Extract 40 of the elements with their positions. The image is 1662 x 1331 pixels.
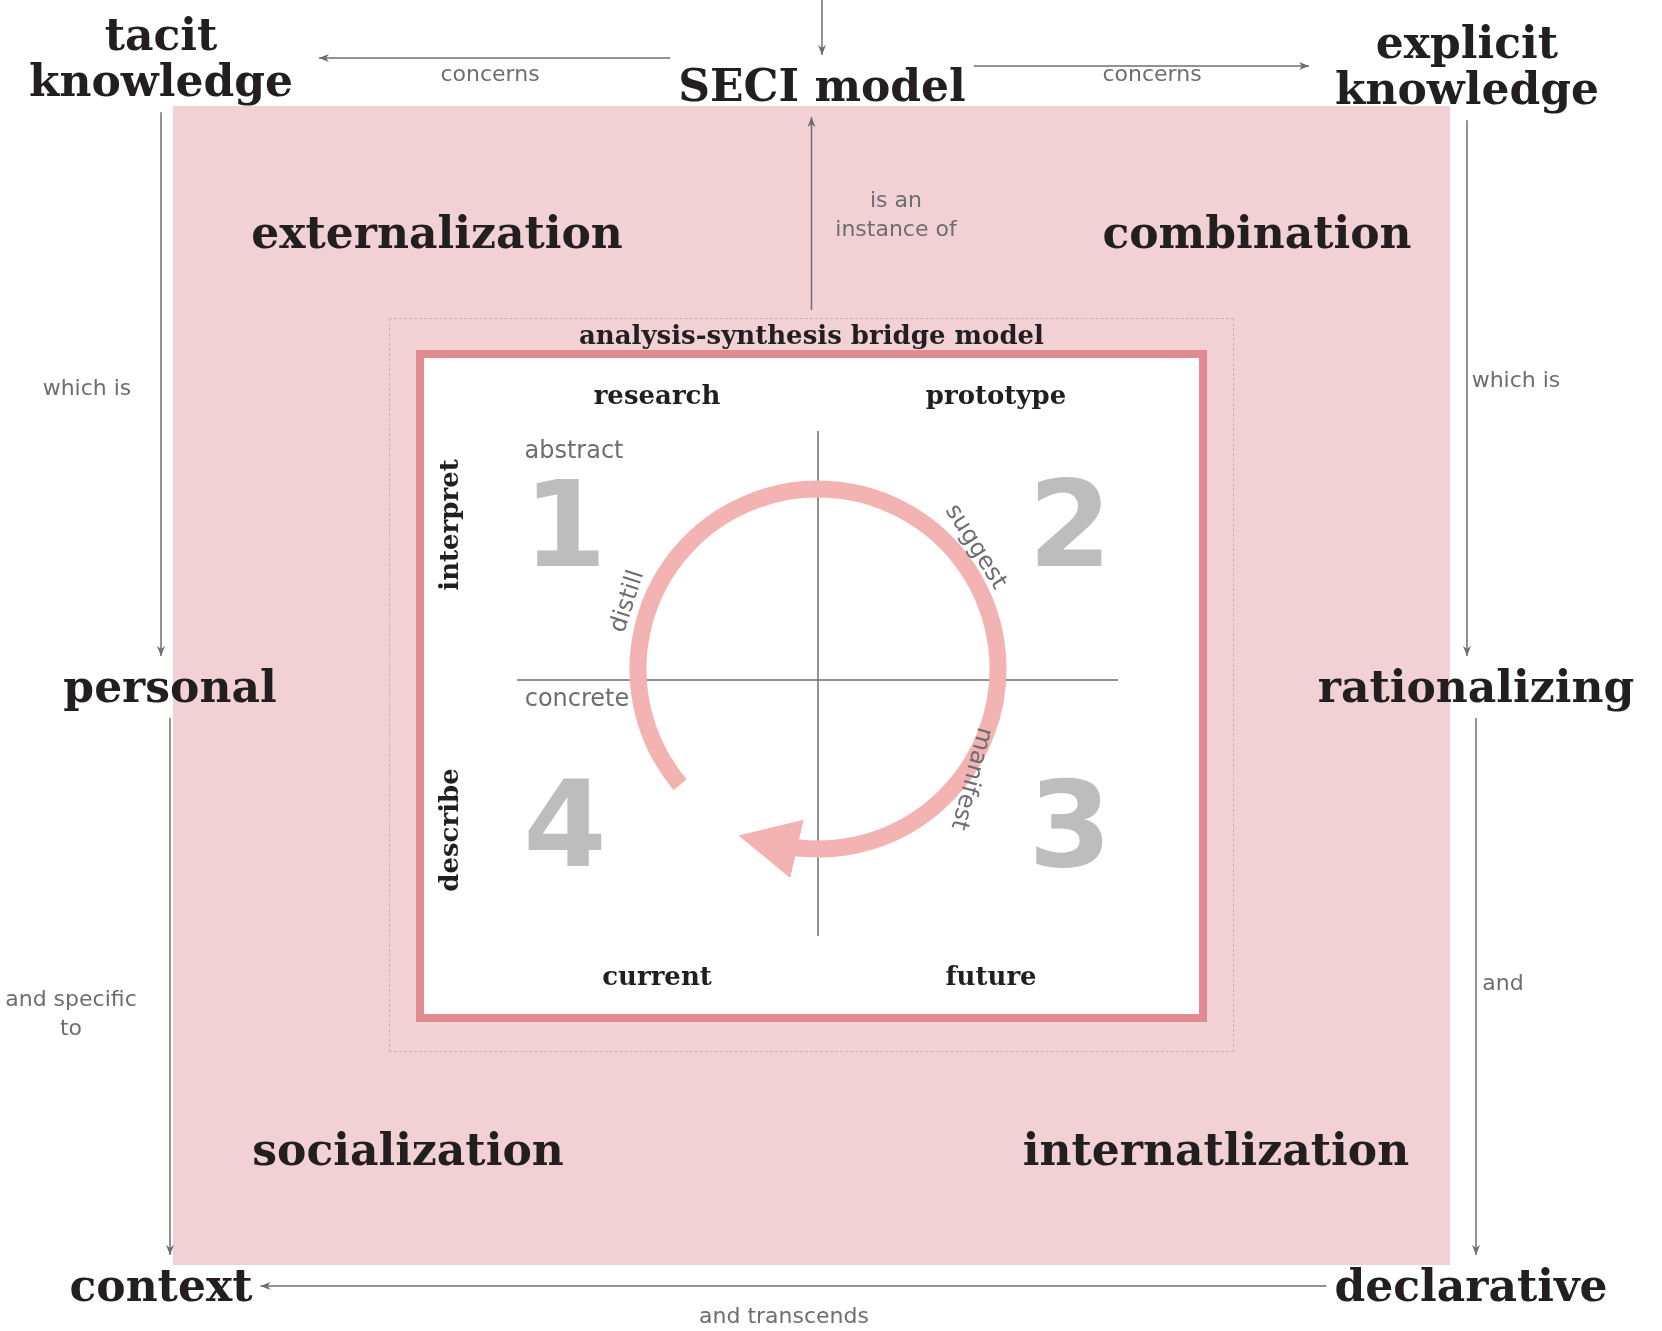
edge-label: and transcends: [699, 1301, 869, 1330]
axis-label: describe: [436, 768, 464, 892]
arrow: [157, 111, 165, 657]
concept-heading: rationalizing: [1317, 663, 1635, 711]
axis-label: research: [593, 382, 721, 410]
scale-label: concrete: [524, 684, 630, 712]
concept-heading: declarative: [1334, 1262, 1608, 1310]
scale-label: abstract: [524, 436, 624, 464]
edge-label: and specific to: [4, 985, 138, 1042]
edge-label: concerns: [440, 59, 540, 88]
axis-label: prototype: [925, 382, 1067, 410]
arrow: [807, 116, 816, 311]
arrow: [259, 1282, 1328, 1290]
axis-label: future: [945, 963, 1037, 991]
edge-label: which is: [1471, 365, 1561, 394]
edge-label: concerns: [1102, 59, 1202, 88]
quadrant-label: combination: [1102, 209, 1412, 257]
quadrant-label: internatlization: [1022, 1126, 1410, 1174]
step-label: manifest: [945, 724, 1001, 834]
axis-label: interpret: [436, 459, 464, 591]
concept-heading: explicit knowledge: [1317, 19, 1617, 113]
arrow: [818, 0, 826, 56]
quadrant-label: externalization: [251, 209, 623, 257]
arrow: [1463, 119, 1471, 657]
arrow: [166, 717, 174, 1256]
edge-label: which is: [42, 373, 132, 402]
quadrant-label: socialization: [252, 1126, 564, 1174]
concept-heading: tacit knowledge: [11, 11, 311, 105]
step-number: 2: [1028, 465, 1112, 585]
arrow: [973, 62, 1310, 70]
concept-heading: context: [69, 1262, 253, 1310]
edge-label: is an instance of: [834, 186, 959, 243]
axis-label: current: [602, 963, 712, 991]
step-number: 4: [523, 765, 607, 885]
arrow: [318, 54, 671, 62]
edge-label: and: [1482, 968, 1524, 997]
step-number: 3: [1028, 765, 1112, 885]
concept-heading: SECI model: [678, 62, 966, 110]
concept-heading: personal: [63, 663, 277, 711]
arrow: [1472, 717, 1480, 1256]
